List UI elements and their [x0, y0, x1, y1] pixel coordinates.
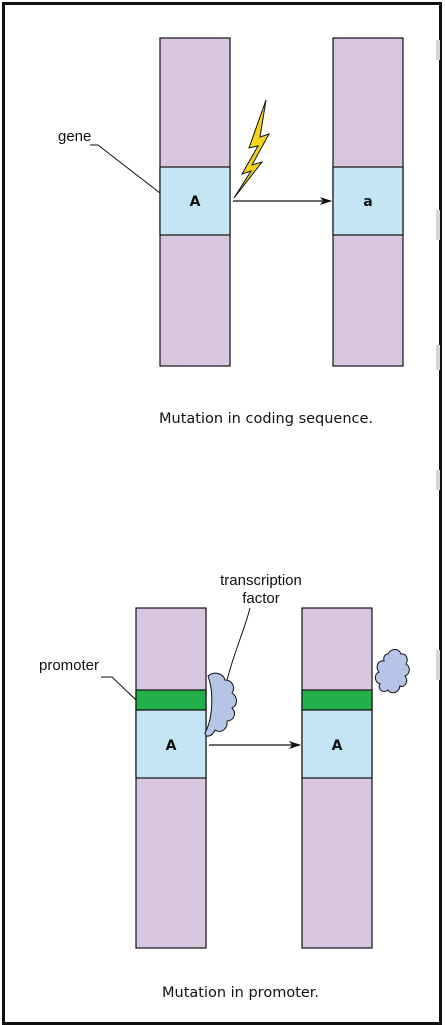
allele-label-right-bottom: A — [332, 738, 343, 754]
allele-label-right-top: a — [363, 194, 372, 210]
gene-region-left-top — [159, 166, 231, 236]
transcription-factor-label-line2: factor — [242, 590, 280, 607]
promoter-label: promoter — [39, 657, 99, 674]
top-panel: A a gene Mutation in coding sequence. — [58, 37, 404, 427]
gene-region-left-bottom — [135, 709, 207, 779]
chromosome-right-top: a — [332, 37, 404, 367]
promoter-region-right — [301, 689, 373, 711]
caption-top: Mutation in coding sequence. — [159, 411, 373, 427]
transcription-factor-bound — [204, 672, 237, 737]
transcription-factor-label-line1: transcription — [220, 572, 302, 589]
gene-leader-line — [90, 144, 161, 194]
transcription-factor-free — [374, 649, 410, 694]
allele-label-left-bottom: A — [166, 738, 177, 754]
caption-bottom: Mutation in promoter. — [162, 985, 319, 1001]
gene-label: gene — [58, 128, 91, 145]
lightning-bolt-icon — [233, 99, 271, 199]
bottom-panel: A A transcription factor promoter Mutati… — [39, 572, 410, 1001]
gene-region-right-top — [332, 166, 404, 236]
promoter-leader-line — [101, 676, 137, 701]
allele-label-left-top: A — [190, 194, 201, 210]
chromosome-left-top: A — [159, 37, 231, 367]
promoter-region-left — [135, 689, 207, 711]
right-edge-shading — [436, 40, 440, 680]
gene-region-right-bottom — [301, 709, 373, 779]
chromosome-left-bottom: A — [135, 607, 207, 949]
chromosome-right-bottom: A — [301, 607, 373, 949]
